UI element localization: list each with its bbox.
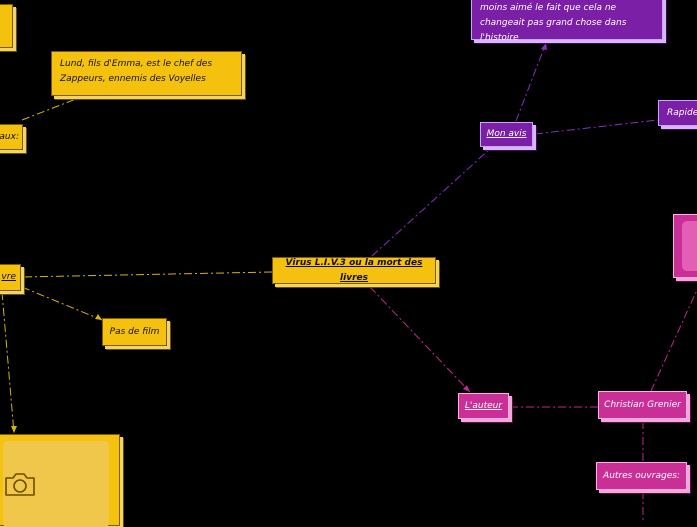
- node-avis-text-content: moins aimé le fait que cela ne changeait…: [480, 3, 627, 43]
- node-auteur-text: L'auteur: [464, 400, 503, 411]
- node-christian[interactable]: Christian Grenier: [598, 391, 687, 419]
- node-image[interactable]: [0, 434, 120, 527]
- node-rapide[interactable]: Rapide: [658, 100, 697, 126]
- node-avis-text[interactable]: moins aimé le fait que cela ne changeait…: [471, 0, 663, 43]
- node-partial-aux[interactable]: aux:: [0, 124, 23, 150]
- node-autres-text: Autres ouvrages:: [603, 470, 680, 481]
- node-root[interactable]: Virus L.I.V.3 ou la mort des livres: [272, 257, 436, 284]
- node-lund-text: Lund, fils d'Emma, est le chef des Zappe…: [60, 59, 213, 84]
- node-mon-avis-text: Mon avis: [486, 129, 527, 139]
- node-autres[interactable]: Autres ouvrages:: [596, 462, 687, 490]
- node-no-film-text: Pas de film: [109, 326, 160, 337]
- node-auteur[interactable]: L'auteur: [458, 393, 509, 419]
- node-christian-text: Christian Grenier: [604, 399, 681, 410]
- node-partial-livre[interactable]: vre: [0, 264, 21, 291]
- partial-node-top-left[interactable]: [0, 4, 13, 48]
- node-mon-avis[interactable]: Mon avis: [480, 122, 533, 147]
- partial-node-right-inner: [682, 221, 697, 271]
- node-partial-livre-text: vre: [1, 272, 16, 282]
- node-no-film[interactable]: Pas de film: [102, 318, 167, 346]
- partial-node-right[interactable]: [673, 214, 697, 278]
- image-placeholder: [3, 441, 109, 527]
- node-root-text: Virus L.I.V.3 ou la mort des livres: [285, 257, 423, 283]
- node-partial-aux-text: aux:: [0, 131, 19, 142]
- node-rapide-text: Rapide: [667, 107, 697, 118]
- node-lund[interactable]: Lund, fils d'Emma, est le chef des Zappe…: [51, 51, 242, 96]
- camera-icon: [5, 473, 35, 496]
